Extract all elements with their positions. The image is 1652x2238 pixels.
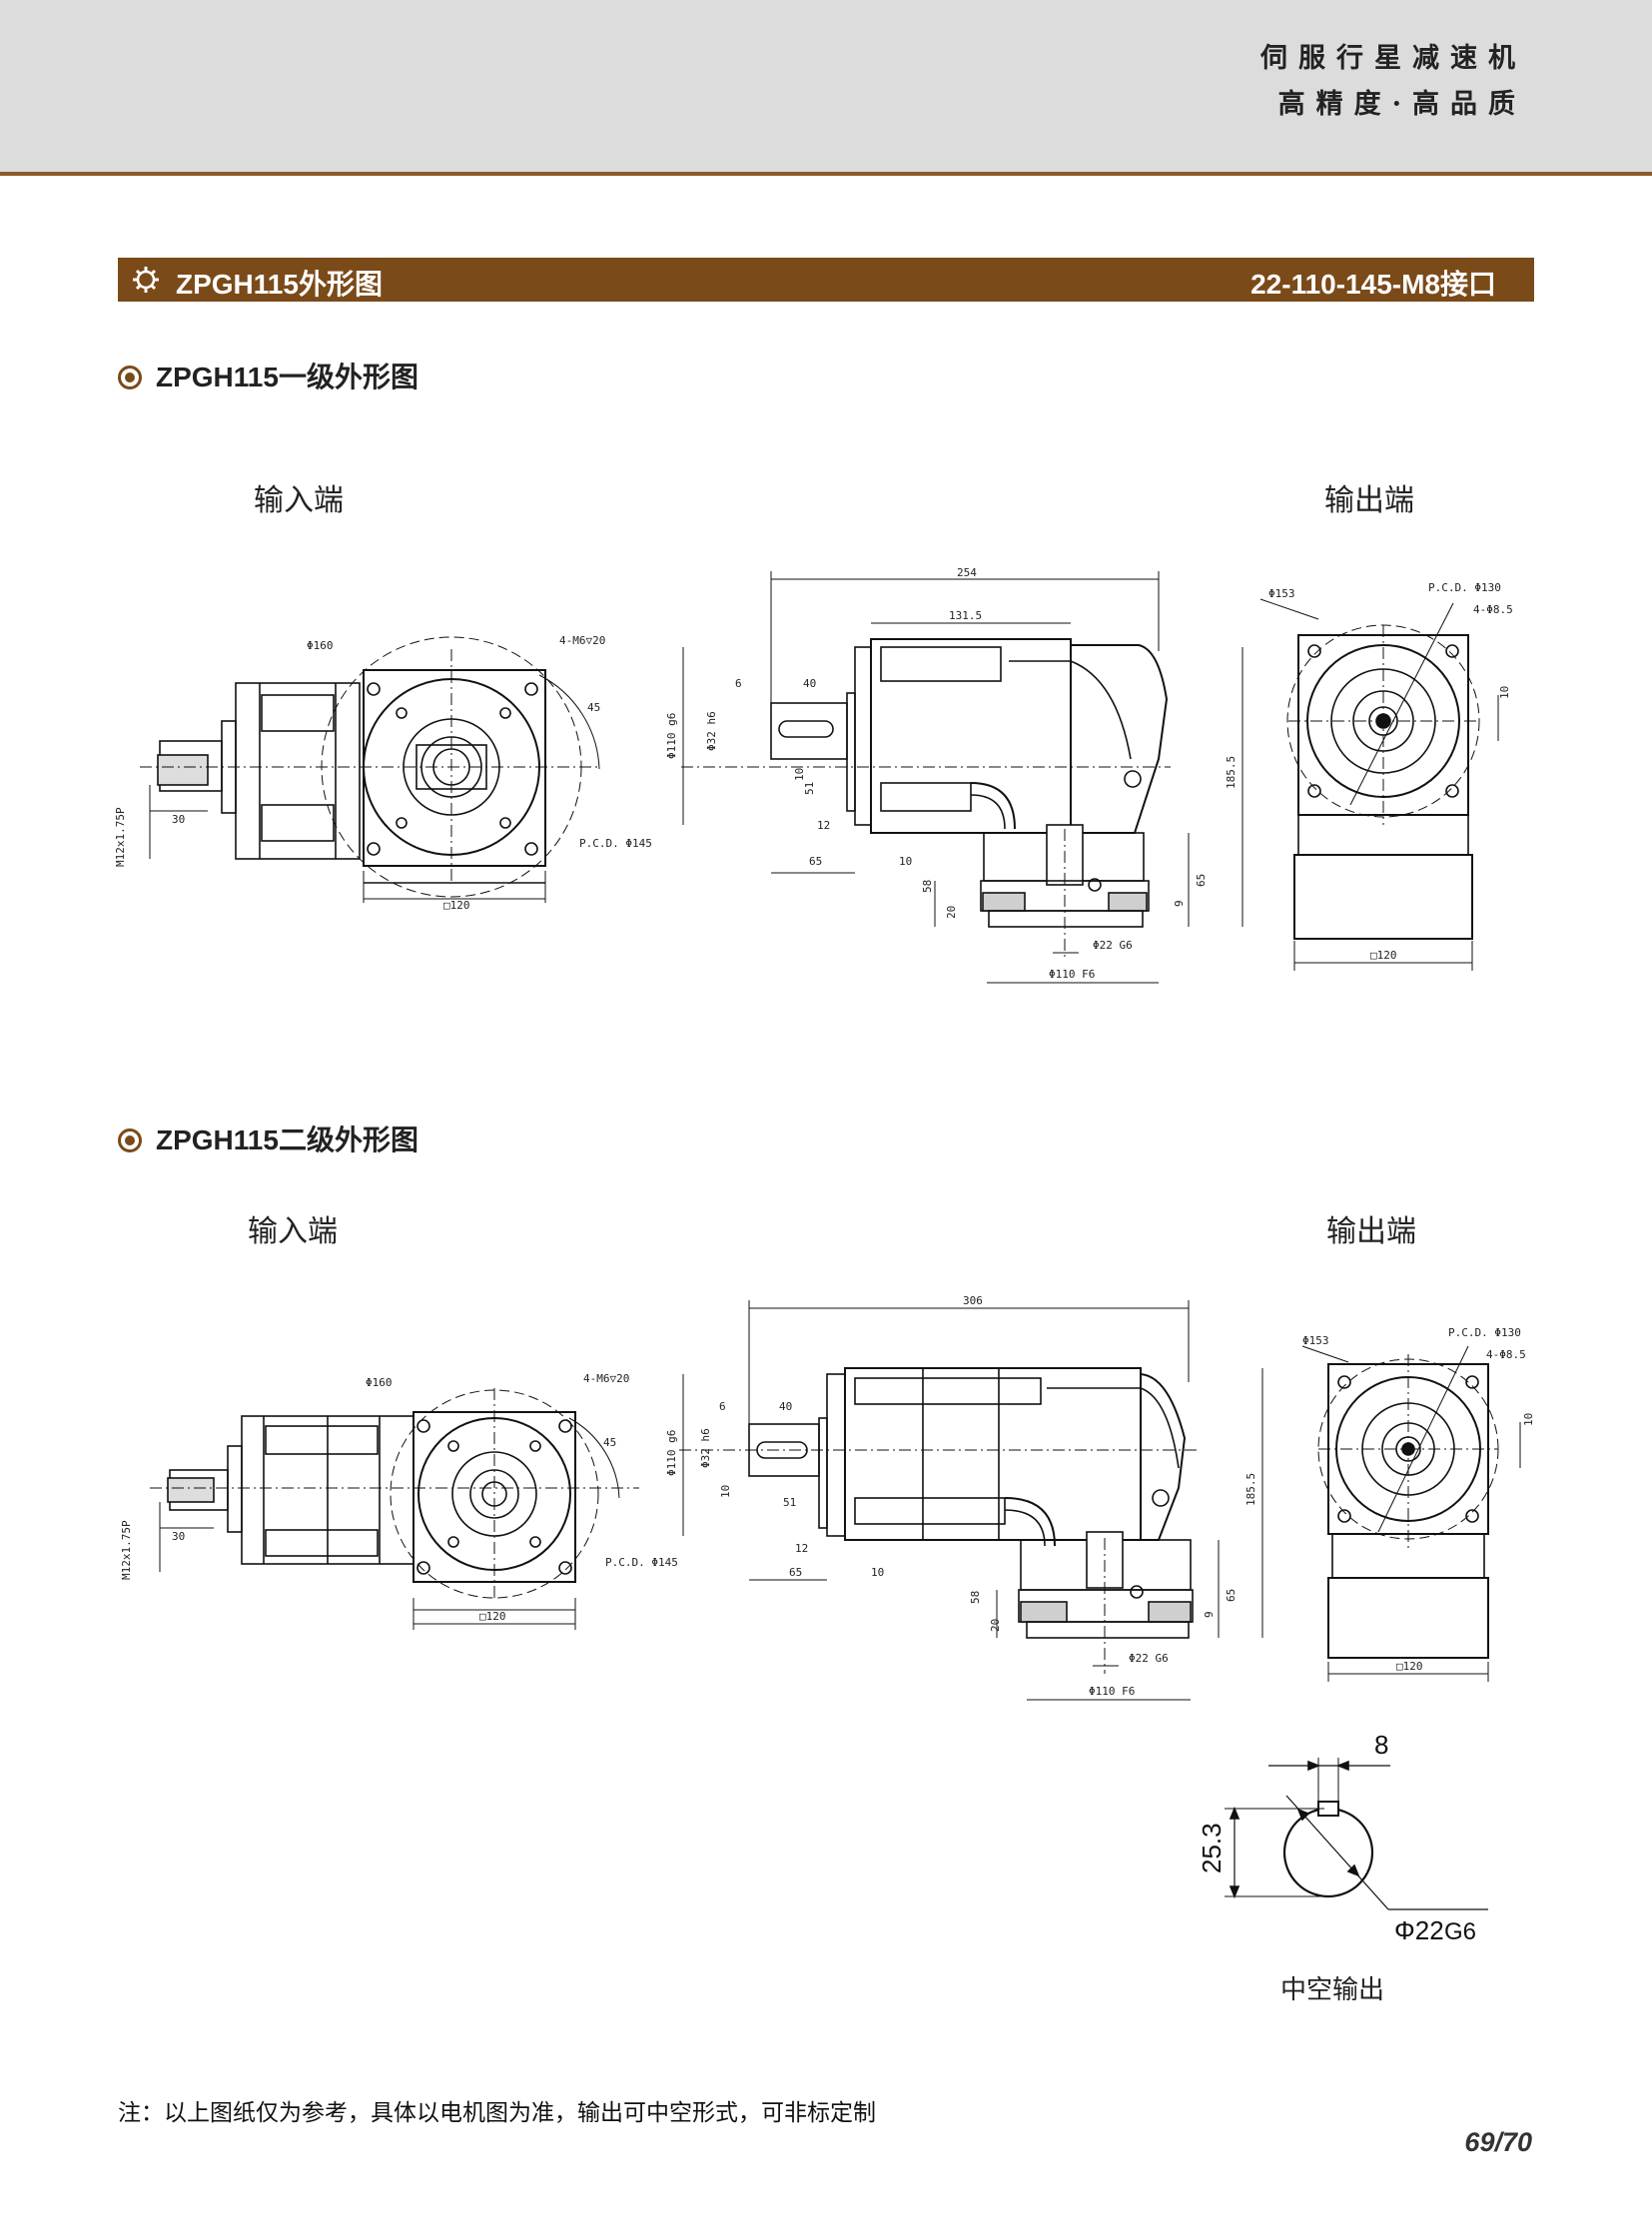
s2-input-view — [150, 1388, 639, 1630]
s1-dim-pcd145: P.C.D. Φ145 — [579, 837, 652, 850]
s2-dim-h20: 20 — [989, 1619, 1002, 1632]
s1-dim-m12: M12x1.75P — [114, 807, 127, 867]
s2-dim-m12: M12x1.75P — [120, 1520, 133, 1580]
s2-output-view — [1301, 1345, 1521, 1682]
tagline-line2: 高精度·高品质 — [1277, 89, 1526, 120]
s2-dim-pcd145: P.C.D. Φ145 — [605, 1556, 678, 1569]
section1-heading: ZPGH115一级外形图 — [118, 356, 418, 395]
s1-dim-131: 131.5 — [949, 609, 982, 622]
s1-dim-6: 6 — [735, 677, 742, 690]
title-bar: ZPGH115外形图 22-110-145-M8接口 — [118, 258, 1534, 302]
footnote: 注：以上图纸仅为参考，具体以电机图为准，输出可中空形式，可非标定制 — [118, 2099, 876, 2125]
s1-dim-d110: Φ110 g6 — [665, 713, 678, 759]
s1-dim-d160: Φ160 — [307, 639, 334, 652]
gear-icon — [133, 267, 159, 293]
s1-dim-d110f: Φ110 F6 — [1049, 968, 1095, 981]
s2-dim-d110: Φ110 g6 — [665, 1430, 678, 1476]
s1-dim-d32: Φ32 h6 — [705, 711, 718, 751]
s1-dim-51: 51 — [803, 782, 816, 795]
s1-dim-o10: 10 — [1498, 686, 1511, 699]
s1-dim-m85: 4-Φ8.5 — [1473, 603, 1513, 616]
s1-dim-sq120: □120 — [443, 899, 470, 912]
s1-dim-h20: 20 — [945, 906, 958, 919]
s1-side-view — [681, 571, 1243, 984]
section2-input-label: 输入端 — [248, 1214, 338, 1249]
s1-dim-h9: 9 — [1173, 900, 1186, 907]
header-band — [0, 0, 1652, 172]
header-rule — [0, 172, 1652, 176]
s1-dim-d153: Φ153 — [1268, 587, 1295, 600]
s1-output-view — [1259, 598, 1499, 971]
hollow-caption: 中空输出 — [1280, 1975, 1385, 2005]
s1-dim-h65: 65 — [1195, 874, 1208, 887]
page-number: 69/70 — [1464, 2127, 1532, 2157]
s2-dim-6: 6 — [719, 1400, 726, 1413]
hollow-dim-8: 8 — [1374, 1730, 1388, 1760]
s2-dim-m85: 4-Φ8.5 — [1486, 1348, 1526, 1361]
title-right: 22-110-145-M8接口 — [1250, 269, 1496, 300]
section1-input-label: 输入端 — [254, 483, 344, 518]
s2-dim-d22: Φ22 G6 — [1129, 1652, 1169, 1665]
s1-dim-12: 12 — [817, 819, 830, 832]
s1-dim-osq120: □120 — [1370, 949, 1397, 962]
s1-dim-l30: 30 — [172, 813, 185, 826]
s2-dim-pcd130: P.C.D. Φ130 — [1448, 1326, 1521, 1339]
s1-dim-h185: 185.5 — [1225, 756, 1238, 789]
hollow-dim-d22: Φ22 — [1394, 1915, 1444, 1945]
s2-dim-d110f: Φ110 F6 — [1089, 1685, 1135, 1698]
s1-dim-254: 254 — [957, 566, 977, 579]
s2-dim-h185: 185.5 — [1244, 1473, 1257, 1506]
bullet-icon — [118, 366, 142, 389]
s1-dim-d22: Φ22 G6 — [1093, 939, 1133, 952]
s2-dim-l45: 45 — [603, 1436, 616, 1449]
s2-dim-sq120: □120 — [479, 1610, 506, 1623]
section1-output-label: 输出端 — [1324, 483, 1414, 518]
tagline-line1: 伺服行星减速机 — [1260, 43, 1526, 74]
s2-dim-o10: 10 — [1522, 1413, 1535, 1426]
s1-dim-h58: 58 — [921, 880, 934, 893]
s2-dim-osq120: □120 — [1396, 1660, 1423, 1673]
s2-dim-d32: Φ32 h6 — [699, 1428, 712, 1468]
section2-heading: ZPGH115二级外形图 — [118, 1119, 418, 1158]
s1-dim-l45: 45 — [587, 701, 600, 714]
s2-dim-10: 10 — [719, 1485, 732, 1498]
s2-dim-h9: 9 — [1203, 1611, 1216, 1618]
bullet-icon — [118, 1128, 142, 1152]
s1-dim-m6: 4-M6▽20 — [559, 634, 605, 647]
s2-dim-51: 51 — [783, 1496, 796, 1509]
hollow-dim-253: 25.3 — [1197, 1823, 1227, 1873]
s2-dim-l30: 30 — [172, 1530, 185, 1543]
s2-dim-12: 12 — [795, 1542, 808, 1555]
s1-dim-65: 65 — [809, 855, 822, 868]
s2-dim-h65: 65 — [1225, 1589, 1238, 1602]
hollow-dim-g6: G6 — [1444, 1918, 1476, 1945]
title-left: ZPGH115外形图 — [176, 269, 383, 300]
s1-dim-pcd130: P.C.D. Φ130 — [1428, 581, 1501, 594]
s2-dim-10b: 10 — [871, 1566, 884, 1579]
s2-dim-40: 40 — [779, 1400, 792, 1413]
section2-output-label: 输出端 — [1326, 1214, 1416, 1249]
s1-input-view — [140, 636, 600, 903]
s2-dim-m6: 4-M6▽20 — [583, 1372, 629, 1385]
s2-side-view — [679, 1300, 1263, 1701]
hollow-output-detail — [1225, 1758, 1488, 1910]
s1-dim-10b: 10 — [899, 855, 912, 868]
s2-dim-d153: Φ153 — [1302, 1334, 1329, 1347]
s1-dim-10: 10 — [793, 768, 806, 781]
s2-dim-65: 65 — [789, 1566, 802, 1579]
s2-dim-d160: Φ160 — [366, 1376, 393, 1389]
s1-dim-40: 40 — [803, 677, 816, 690]
s2-dim-306: 306 — [963, 1294, 983, 1307]
s2-dim-h58: 58 — [969, 1591, 982, 1604]
